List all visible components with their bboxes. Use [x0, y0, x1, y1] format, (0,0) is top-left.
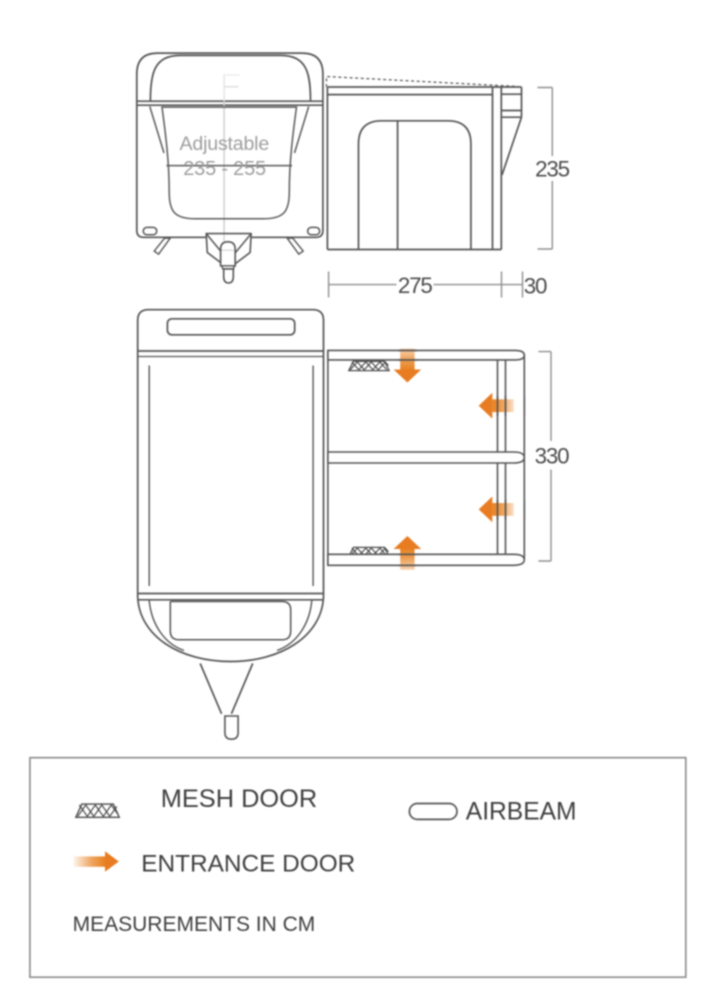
- svg-text:30: 30: [524, 274, 547, 299]
- svg-text:Adjustable: Adjustable: [180, 133, 270, 155]
- svg-text:235 - 255: 235 - 255: [183, 158, 266, 180]
- svg-text:MESH DOOR: MESH DOOR: [161, 785, 318, 813]
- svg-text:ENTRANCE DOOR: ENTRANCE DOOR: [141, 851, 355, 878]
- svg-text:275: 275: [398, 273, 433, 298]
- svg-text:235: 235: [535, 156, 570, 181]
- svg-text:330: 330: [535, 444, 570, 469]
- svg-text:MEASUREMENTS IN CM: MEASUREMENTS IN CM: [73, 913, 316, 936]
- svg-text:AIRBEAM: AIRBEAM: [466, 799, 577, 826]
